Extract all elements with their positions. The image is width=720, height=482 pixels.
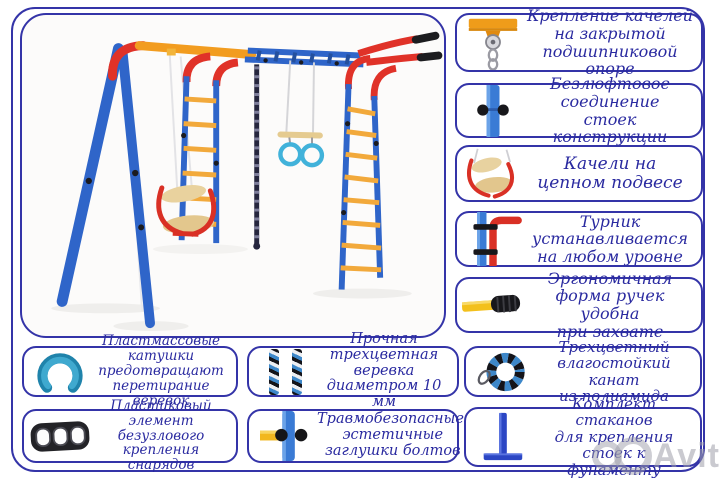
coiled-rope-icon bbox=[470, 348, 534, 396]
callout-text: Качели на цепном подвесе bbox=[537, 153, 683, 193]
callout-text: Крепление качелей на закрытой подшипнико… bbox=[527, 6, 693, 79]
rope-strands-icon bbox=[253, 348, 317, 396]
handle-grip-icon bbox=[461, 285, 525, 325]
bolt-caps-icon bbox=[253, 411, 317, 461]
playground-illustration-icon bbox=[51, 31, 443, 332]
swing-seat-icon bbox=[461, 147, 525, 201]
callout-tricolor-rope: Прочная трехцветная веревка диаметром 10… bbox=[247, 331, 459, 410]
callout-text: Травмобезопасные, эстетичные заглушки бо… bbox=[317, 411, 469, 459]
callout-bolt-caps: Травмобезопасные, эстетичные заглушки бо… bbox=[247, 409, 469, 463]
callout-text: Трехцветный влагостойкий канат из полиам… bbox=[557, 337, 671, 405]
callout-bearing-mount: Крепление качелей на закрытой подшипнико… bbox=[455, 7, 703, 77]
callout-frame-joint: Безлюфтовое соединение стоек конструкции bbox=[455, 75, 703, 145]
callout-adjustable-bar: Турник устанавливается на любом уровне bbox=[455, 211, 703, 267]
callout-plastic-spools: Пластмассовые катушки предотвращают пере… bbox=[22, 334, 238, 408]
callout-chain-swing: Качели на цепном подвесе bbox=[455, 145, 703, 202]
callout-text: Пластиковый элемент безузлового креплени… bbox=[110, 397, 212, 474]
callout-ground-cups: Комплект стаканов для крепления стоек к … bbox=[464, 396, 702, 478]
callout-text: Турник устанавливается на любом уровне bbox=[532, 211, 688, 266]
callout-text: Эргономичная форма ручек удобна при захв… bbox=[547, 268, 673, 341]
rope-spool-icon bbox=[28, 348, 92, 396]
callout-text: Прочная трехцветная веревка диаметром 10… bbox=[326, 330, 442, 411]
knotless-mount-icon bbox=[28, 413, 92, 459]
playground-photo-panel bbox=[20, 13, 446, 338]
callout-text: Пластмассовые катушки предотвращают пере… bbox=[98, 333, 224, 409]
horizontal-bar-icon bbox=[461, 212, 525, 266]
callout-knotless-mount: Пластиковый элемент безузлового креплени… bbox=[22, 398, 238, 473]
ground-cups-icon bbox=[470, 411, 534, 463]
callout-polyamide-rope: Трехцветный влагостойкий канат из полиам… bbox=[464, 338, 702, 404]
callout-ergonomic-handles: Эргономичная форма ручек удобна при захв… bbox=[455, 269, 703, 340]
callout-text: Комплект стаканов для крепления стоек к … bbox=[554, 394, 674, 479]
post-joint-icon bbox=[461, 84, 525, 137]
swing-bearing-mount-icon bbox=[461, 16, 525, 70]
callout-text: Безлюфтовое соединение стоек конструкции bbox=[550, 74, 670, 147]
